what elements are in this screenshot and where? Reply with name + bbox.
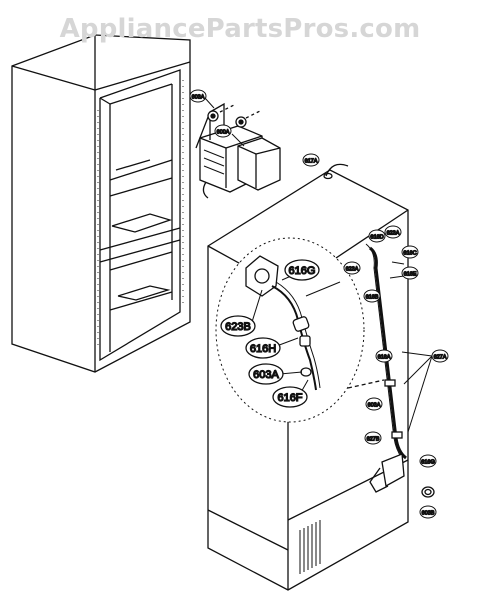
tag-600a: 600A <box>214 124 232 138</box>
watermark-logo: AppliancePartsPros.com <box>59 14 421 44</box>
callout-623b: 623B <box>220 315 256 337</box>
tag-617a: 617A <box>302 153 320 167</box>
svg-text:616G: 616G <box>289 265 316 277</box>
svg-text:623B: 623B <box>225 321 251 333</box>
svg-text:600A: 600A <box>217 130 230 136</box>
tag-603b: 603B <box>419 505 437 519</box>
tag-616g-bottom: 616G <box>419 454 437 468</box>
tag-616d: 616D <box>368 229 386 243</box>
ice-maker-assembly <box>195 102 281 199</box>
svg-text:623A: 623A <box>387 231 400 237</box>
svg-text:616C: 616C <box>403 251 416 257</box>
svg-text:616H: 616H <box>250 343 276 355</box>
tag-627b: 627B <box>364 431 382 445</box>
svg-text:603B: 603B <box>422 511 435 517</box>
callout-616h: 616H <box>245 337 281 359</box>
tag-616e: 616E <box>401 266 419 280</box>
svg-text:603A: 603A <box>368 403 381 409</box>
callout-603a: 603A <box>248 363 284 385</box>
svg-text:616A: 616A <box>378 355 391 361</box>
tag-623a: 623A <box>384 225 402 239</box>
svg-text:616E: 616E <box>404 272 417 278</box>
refrigerator-cabinet-left <box>11 34 191 373</box>
svg-text:616B: 616B <box>366 295 379 301</box>
tag-603a-top: 603A <box>189 89 207 103</box>
tag-616b: 616B <box>363 289 381 303</box>
svg-text:616D: 616D <box>370 235 383 241</box>
svg-text:617A: 617A <box>305 159 318 165</box>
tag-627a: 627A <box>431 349 449 363</box>
svg-text:616G: 616G <box>421 460 434 466</box>
svg-text:603A: 603A <box>253 369 279 381</box>
callout-616f: 616F <box>272 386 308 408</box>
tag-623a-b: 623A <box>343 261 361 275</box>
callout-616g: 616G <box>284 259 320 281</box>
svg-text:603A: 603A <box>192 95 205 101</box>
svg-text:616F: 616F <box>277 392 302 404</box>
svg-text:627A: 627A <box>434 355 447 361</box>
svg-text:627B: 627B <box>367 437 380 443</box>
tag-616c: 616C <box>401 245 419 259</box>
tag-616a: 616A <box>375 349 393 363</box>
leader-lines <box>204 97 433 433</box>
svg-text:623A: 623A <box>346 267 359 273</box>
tag-603a-mid: 603A <box>365 397 383 411</box>
